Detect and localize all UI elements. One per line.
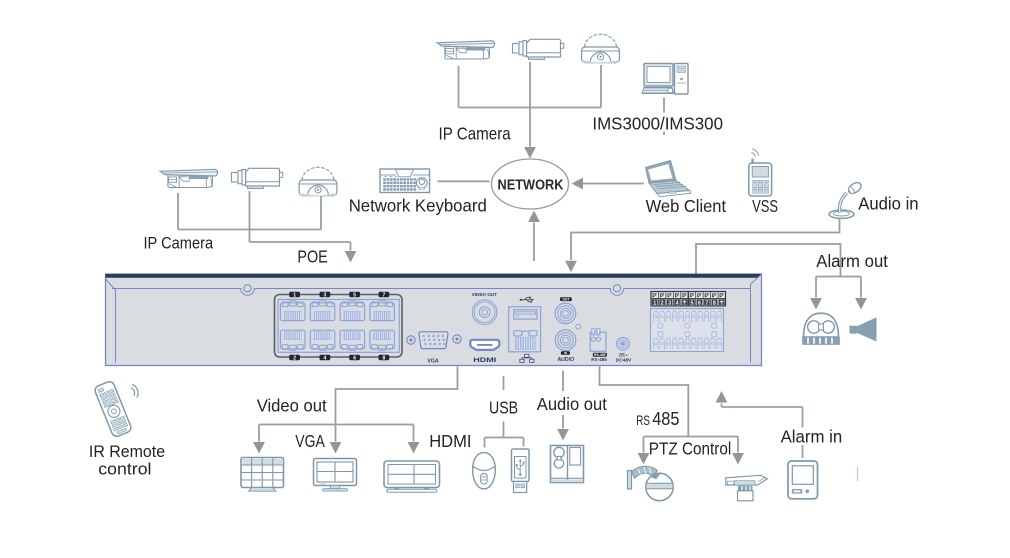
- svg-text:VSS: VSS: [752, 196, 778, 216]
- svg-text:Video out: Video out: [257, 395, 327, 415]
- svg-text:OUT: OUT: [562, 298, 569, 302]
- svg-text:4: 4: [676, 300, 679, 306]
- svg-text:RS-485: RS-485: [591, 357, 607, 362]
- svg-text:VGA: VGA: [427, 359, 438, 365]
- svg-text:IR Remote: IR Remote: [89, 442, 165, 461]
- svg-text:1: 1: [293, 292, 296, 298]
- svg-text:6: 6: [698, 300, 701, 306]
- svg-text:IN: IN: [564, 351, 568, 355]
- svg-text:Alarm in: Alarm in: [781, 427, 843, 447]
- svg-text:Web Client: Web Client: [646, 196, 727, 216]
- svg-text:6: 6: [353, 355, 356, 361]
- svg-text:Audio out: Audio out: [537, 394, 607, 414]
- svg-text:8: 8: [713, 300, 716, 306]
- svg-text:RS-485: RS-485: [594, 353, 606, 357]
- svg-text:2: 2: [661, 300, 664, 306]
- svg-text:DC48V: DC48V: [616, 358, 632, 364]
- svg-text:4: 4: [324, 355, 327, 361]
- svg-text:HDMI: HDMI: [473, 357, 496, 364]
- svg-text:VIDEO OUT: VIDEO OUT: [472, 292, 497, 297]
- svg-text:IP Camera: IP Camera: [144, 233, 214, 252]
- svg-text:7: 7: [706, 300, 709, 306]
- svg-text:1: 1: [653, 300, 656, 306]
- svg-text:8: 8: [383, 355, 386, 361]
- svg-text:RS: RS: [636, 412, 650, 428]
- svg-text:POE: POE: [297, 247, 327, 267]
- svg-text:control: control: [98, 460, 151, 479]
- svg-text:5: 5: [353, 292, 356, 298]
- svg-text:Alarm out: Alarm out: [816, 251, 888, 271]
- svg-text:HDMI: HDMI: [429, 431, 471, 451]
- svg-text:IMS3000/IMS300: IMS3000/IMS300: [592, 113, 723, 133]
- svg-text:2: 2: [293, 355, 296, 361]
- svg-text:485: 485: [652, 409, 679, 429]
- svg-text:5: 5: [691, 300, 694, 306]
- svg-text:+: +: [626, 354, 628, 358]
- svg-text:VGA: VGA: [295, 431, 325, 451]
- svg-text:Audio in: Audio in: [858, 193, 918, 213]
- svg-text:IP Camera: IP Camera: [439, 123, 511, 143]
- svg-text:USB: USB: [489, 397, 518, 417]
- svg-text:7: 7: [383, 292, 386, 298]
- svg-text:AUDIO: AUDIO: [557, 357, 574, 363]
- svg-text:PTZ Control: PTZ Control: [649, 439, 732, 459]
- svg-text:NETWORK: NETWORK: [498, 178, 564, 194]
- svg-text:Network Keyboard: Network Keyboard: [349, 196, 487, 216]
- svg-text:3: 3: [668, 300, 671, 306]
- svg-text:3: 3: [324, 292, 327, 298]
